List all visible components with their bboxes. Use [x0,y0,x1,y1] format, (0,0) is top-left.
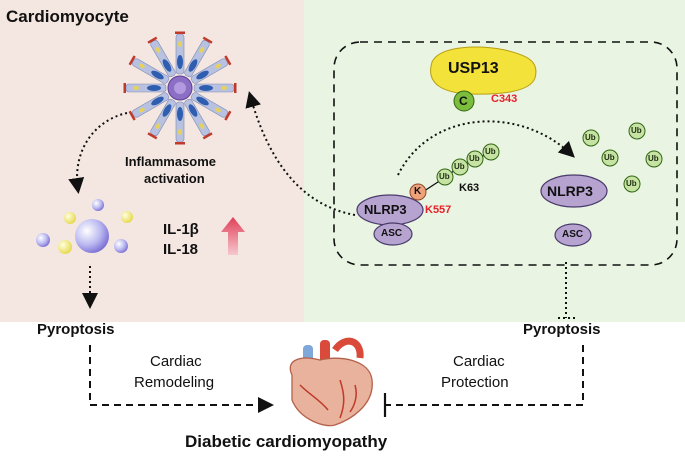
asc-free-label: ASC [562,229,584,240]
ub-chain-2-label: Ub [454,162,465,171]
asc-bound-label: ASC [381,228,403,239]
nlrp3-bound-label: NLRP3 [364,202,407,217]
free-ub-4-icon [645,150,663,168]
ub-chain-3-icon [466,150,484,168]
free-ub-2-icon [628,122,646,140]
free-ub-2-label: Ub [631,126,642,135]
remodeling-arrow [89,345,274,413]
k557-label: K557 [425,204,452,216]
nlrp3-free-icon [540,174,608,208]
ub-chain-1-label: Ub [439,172,450,181]
cardiac-remodeling-line1: Cardiac [150,353,202,370]
nlrp3-to-inflammasome-arrow [245,91,356,216]
cardiac-protection-line1: Cardiac [453,353,505,370]
free-ub-3-icon [601,149,619,167]
inflammasome-complex-icon [123,31,237,145]
ub-chain-1-icon [436,168,454,186]
cardiac-protection-line2: Protection [441,374,509,391]
lysine-residue-icon [409,183,427,201]
cytokine-particles-icon [36,199,133,254]
cardiomyocyte-title: Cardiomyocyte [6,7,129,26]
inflammasome-label-line2: activation [144,171,205,186]
lysine-label: K [414,186,422,197]
free-ub-5-icon [623,175,641,193]
protection-inhibition-line [386,345,584,406]
asc-free-icon [554,223,592,247]
cardiac-remodeling-line2: Remodeling [134,374,215,391]
inhibit-pyroptosis-line [558,262,575,319]
free-ub-3-label: Ub [604,153,615,162]
cardiomyocyte-panel [0,0,304,322]
usp13-label: USP13 [448,60,499,77]
il18-label: IL-18 [163,241,199,258]
heart-icon [289,337,373,427]
pyroptosis-left-label: Pyroptosis [37,321,115,338]
deubiquitination-arrow [397,120,575,176]
k63-label: K63 [459,182,480,194]
cysteine-label: C [459,94,468,108]
free-ub-4-label: Ub [648,154,659,163]
free-ub-1-icon [582,129,600,147]
diabetic-cardiomyopathy-title: Diabetic cardiomyopathy [185,432,388,451]
increase-arrow-icon [221,217,245,255]
nlrp3-free-label: NLRP3 [547,183,593,199]
ub-chain-3-label: Ub [469,154,480,163]
ub-chain-2-icon [451,158,469,176]
free-ub-1-label: Ub [585,133,596,142]
ub-chain-4-icon [482,143,500,161]
cysteine-residue-icon [453,90,475,112]
usp13-protein-icon [430,46,537,95]
ub-chain-4-label: Ub [485,147,496,156]
c343-label: C343 [491,93,518,105]
inflammasome-to-cytokines-arrow [68,112,128,194]
pyroptosis-right-label: Pyroptosis [523,321,601,338]
cell-boundary-dashed [333,41,678,266]
inflammasome-label-line1: Inflammasome [125,154,217,169]
asc-bound-icon [373,222,413,246]
il1b-label: IL-1β [163,221,199,238]
free-ub-5-label: Ub [626,179,637,188]
